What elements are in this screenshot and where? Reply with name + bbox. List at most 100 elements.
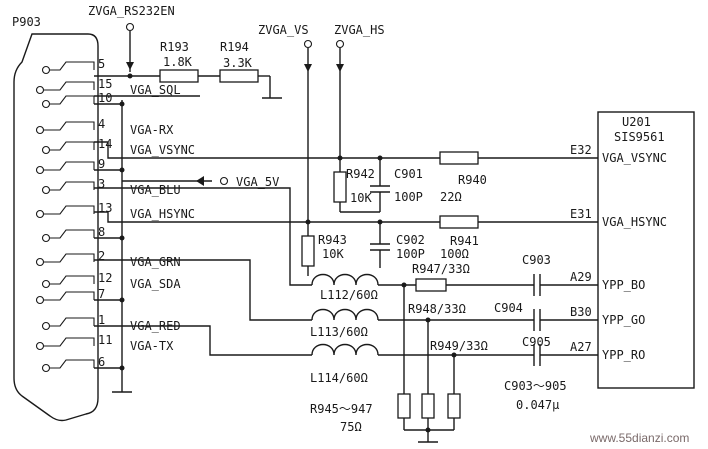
- pin-number: 1: [98, 313, 105, 327]
- pin-lead: [50, 359, 95, 369]
- ic-part: SIS9561: [614, 130, 665, 144]
- r942-ref: R942: [346, 167, 375, 181]
- net-terminal-vs: [303, 39, 313, 49]
- r949-label: R949/33Ω: [430, 339, 488, 353]
- pin-lead: [50, 181, 95, 191]
- pin-hole: [41, 279, 51, 289]
- ic-pin-number: E31: [570, 207, 592, 221]
- pin-signal-label: VGA_GRN: [130, 255, 181, 269]
- pin-lead: [44, 121, 95, 131]
- r943-value: 10K: [322, 247, 344, 261]
- connector-pin-9: 9: [35, 157, 125, 175]
- net-terminal-hs: [335, 39, 345, 49]
- pin-hole: [41, 363, 51, 373]
- ic-pin-name: YPP_GO: [602, 313, 645, 327]
- net-terminal-rs232: [125, 22, 135, 32]
- ic-pin-number: E32: [570, 143, 592, 157]
- net-terminal-vga5v: [219, 176, 229, 186]
- c903-label: C903: [522, 253, 551, 267]
- c903-905-ref: C903～905: [504, 379, 567, 393]
- inductor-coil: [311, 343, 379, 356]
- ic-pin-number: B30: [570, 305, 592, 319]
- ic-ref: U201: [622, 115, 651, 129]
- r943-ref: R943: [318, 233, 347, 247]
- resistor-r940: [439, 151, 479, 165]
- r194-value: 3.3K: [223, 56, 253, 70]
- pin-hole: [35, 257, 45, 267]
- r194-ref: R194: [220, 40, 249, 54]
- pin-lead: [44, 161, 95, 171]
- pin-hole: [41, 321, 51, 331]
- r940-ref: R940: [458, 173, 487, 187]
- r942-value: 10K: [350, 191, 372, 205]
- l114-label: L114/60Ω: [310, 371, 368, 385]
- resistor-r193: [159, 69, 199, 83]
- junction-rs232: [127, 73, 133, 79]
- r193-ref: R193: [160, 40, 189, 54]
- resistor-r945: [397, 393, 411, 419]
- pin-number: 6: [98, 355, 105, 369]
- r941-value: 100Ω: [440, 247, 469, 261]
- connector-pin-14: 14 VGA_VSYNC: [41, 137, 195, 157]
- ic-pin-number: A29: [570, 270, 592, 284]
- pin-number: 4: [98, 117, 105, 131]
- resistor-r946: [421, 393, 435, 419]
- pin-signal-label: VGA_HSYNC: [130, 207, 195, 221]
- junction-c901: [377, 155, 383, 161]
- arrow-vga5v: [196, 176, 204, 186]
- pin-hole: [35, 165, 45, 175]
- pin-hole: [35, 85, 45, 95]
- c902-ref: C902: [396, 233, 425, 247]
- wire-hsync: [94, 211, 440, 223]
- connector-ref: P903: [12, 15, 41, 29]
- pin-number: 14: [98, 137, 112, 151]
- pin-hole: [35, 295, 45, 305]
- pin-signal-label: VGA_VSYNC: [130, 143, 195, 157]
- junction-c902: [377, 219, 383, 225]
- r948-label: R948/33Ω: [408, 302, 466, 316]
- connector-pin-6: 6: [41, 355, 125, 373]
- wire-vsync: [94, 141, 440, 159]
- pin-lead: [44, 205, 95, 215]
- pin-lead: [44, 81, 95, 91]
- pin-number: 15: [98, 77, 112, 91]
- resistor-r942: [333, 171, 347, 203]
- connector-pin-5: 5: [41, 57, 105, 75]
- connector-shell: [13, 33, 99, 422]
- inductor-coil: [311, 273, 379, 286]
- pin-number: 12: [98, 271, 112, 285]
- pin-lead: [50, 141, 95, 151]
- net-label-vs: ZVGA_VS: [258, 23, 309, 37]
- pin-hole: [41, 233, 51, 243]
- c902-value: 100P: [396, 247, 425, 261]
- c901-value: 100P: [394, 190, 423, 204]
- watermark: www.55dianzi.com: [589, 431, 689, 445]
- ic-pin-name: VGA_HSYNC: [602, 215, 667, 229]
- pin-lead: [50, 95, 95, 105]
- inductor-l113: [311, 308, 379, 321]
- pin-hole: [35, 209, 45, 219]
- c901-ref: C901: [394, 167, 423, 181]
- pin-number: 9: [98, 157, 105, 171]
- r193-value: 1.8K: [163, 55, 193, 69]
- pin-number: 10: [98, 91, 112, 105]
- inductor-coil: [311, 308, 379, 321]
- resistor-r943: [301, 235, 315, 267]
- arrow-rs232: [126, 62, 134, 70]
- arrow-vs: [304, 64, 312, 72]
- r940-value: 22Ω: [440, 190, 462, 204]
- pin-lead: [50, 275, 95, 285]
- pin-lead: [50, 61, 95, 71]
